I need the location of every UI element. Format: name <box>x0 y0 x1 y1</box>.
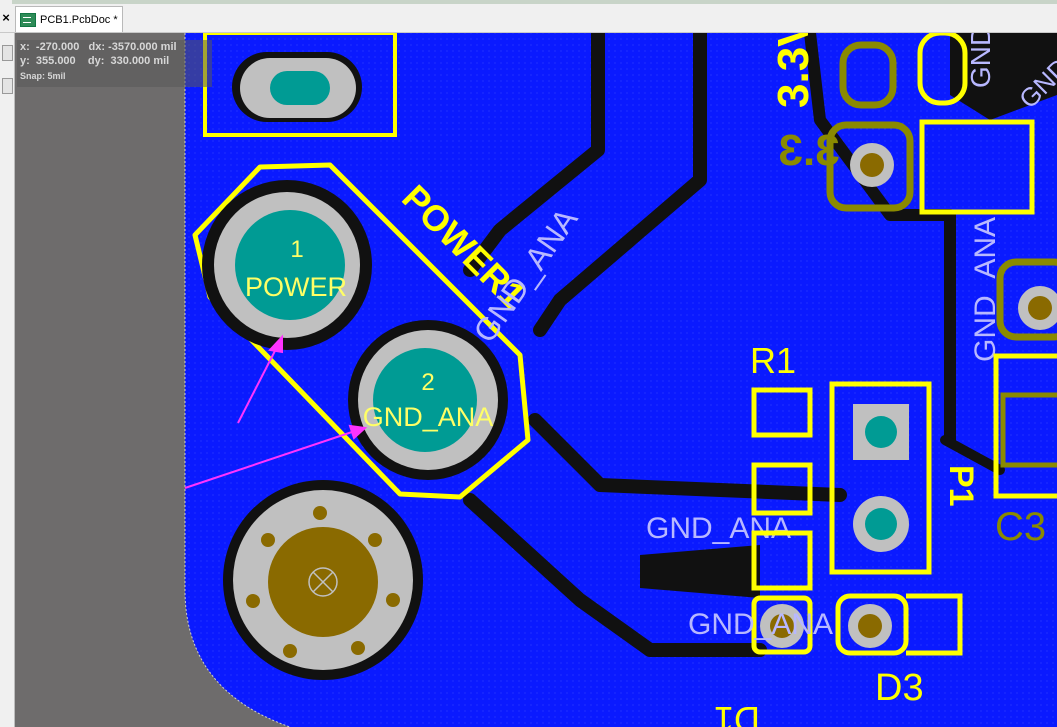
panel-grip-icon[interactable] <box>2 45 13 61</box>
pad-oval-center <box>270 71 330 105</box>
designator-d3: D3 <box>875 667 924 709</box>
gnd-void <box>640 545 760 598</box>
d3-pad-center <box>858 614 882 638</box>
silk-outline-power1 <box>192 162 531 500</box>
mount-hole-vias <box>246 506 400 658</box>
board-edge-outline <box>184 33 291 727</box>
pad-2-net: GND_ANA <box>363 402 494 432</box>
pcb-editor-canvas[interactable]: 1 POWER 2 GND_ANA POWER1 GND_ANA 3.3V 3.… <box>15 33 1057 727</box>
dim-pad-outline-1 <box>839 41 897 109</box>
pcb-document-icon <box>20 12 36 27</box>
tab-pcb1-document[interactable]: PCB1.PcbDoc * <box>15 6 123 32</box>
via-3v3-center <box>860 153 884 177</box>
via-right-center <box>1028 296 1052 320</box>
tab-label: PCB1.PcbDoc * <box>40 13 118 26</box>
document-tab-bar: × PCB1.PcbDoc * <box>0 0 1057 33</box>
p1-pad-1-center <box>865 416 897 448</box>
coordinate-readout: x: -270.000 dx: -3570.000 mil y: 355.000… <box>17 40 212 87</box>
pad-1-net: POWER <box>245 272 347 302</box>
dim-pad-outline-right <box>996 258 1057 341</box>
dim-pad-outline-2 <box>826 121 914 212</box>
d1-pad-center <box>770 614 794 638</box>
net-label-bottom: GND_ANA <box>688 608 833 641</box>
designator-c3: C3 <box>995 505 1046 549</box>
silk-d3-right <box>906 593 963 656</box>
silk-d1-top <box>751 530 813 591</box>
silk-outline-p1 <box>829 381 932 575</box>
hud-snap: Snap: 5mil <box>20 71 66 81</box>
pad-1-number: 1 <box>290 236 303 263</box>
net-label-topright: GND_ <box>965 33 996 88</box>
p1-pad-2-center <box>865 508 897 540</box>
close-panel-button[interactable]: × <box>2 10 10 25</box>
silk-outline-topright-2 <box>917 33 968 106</box>
pad-2-center <box>373 348 477 452</box>
tab-bar-accent <box>12 0 1057 4</box>
pcb-board-view: 1 POWER 2 GND_ANA POWER1 GND_ANA 3.3V 3.… <box>184 33 1057 727</box>
copper-clearance-gaps <box>463 33 1005 657</box>
silk-r1-bottom <box>751 462 813 516</box>
designator-r1: R1 <box>750 340 796 381</box>
panel-grip-icon[interactable] <box>2 78 13 94</box>
hud-row-x: x: -270.000 dx: -3570.000 mil <box>20 41 177 53</box>
silk-d1-body <box>751 595 813 655</box>
designator-p1: P1 <box>942 465 980 507</box>
designator-d1: D1 <box>714 699 760 727</box>
silk-r1-top <box>751 387 813 438</box>
left-panel-strip <box>0 33 15 727</box>
pad-1-center <box>235 210 345 320</box>
dim-outline-c3 <box>1000 392 1057 468</box>
pad-2-number: 2 <box>421 369 434 396</box>
net-label-mid: GND_ANA <box>646 512 791 545</box>
mount-hole-cross <box>308 567 338 597</box>
silk-outline-c3 <box>993 353 1057 499</box>
silk-outline-topright <box>919 119 1035 215</box>
gnd-void-2 <box>950 33 1057 120</box>
annotation-arrows <box>184 334 368 489</box>
silk-d3-left <box>835 593 909 656</box>
hud-row-y: y: 355.000 dy: 330.000 mil <box>20 55 170 67</box>
label-3-3v: 3.3V <box>769 33 818 108</box>
